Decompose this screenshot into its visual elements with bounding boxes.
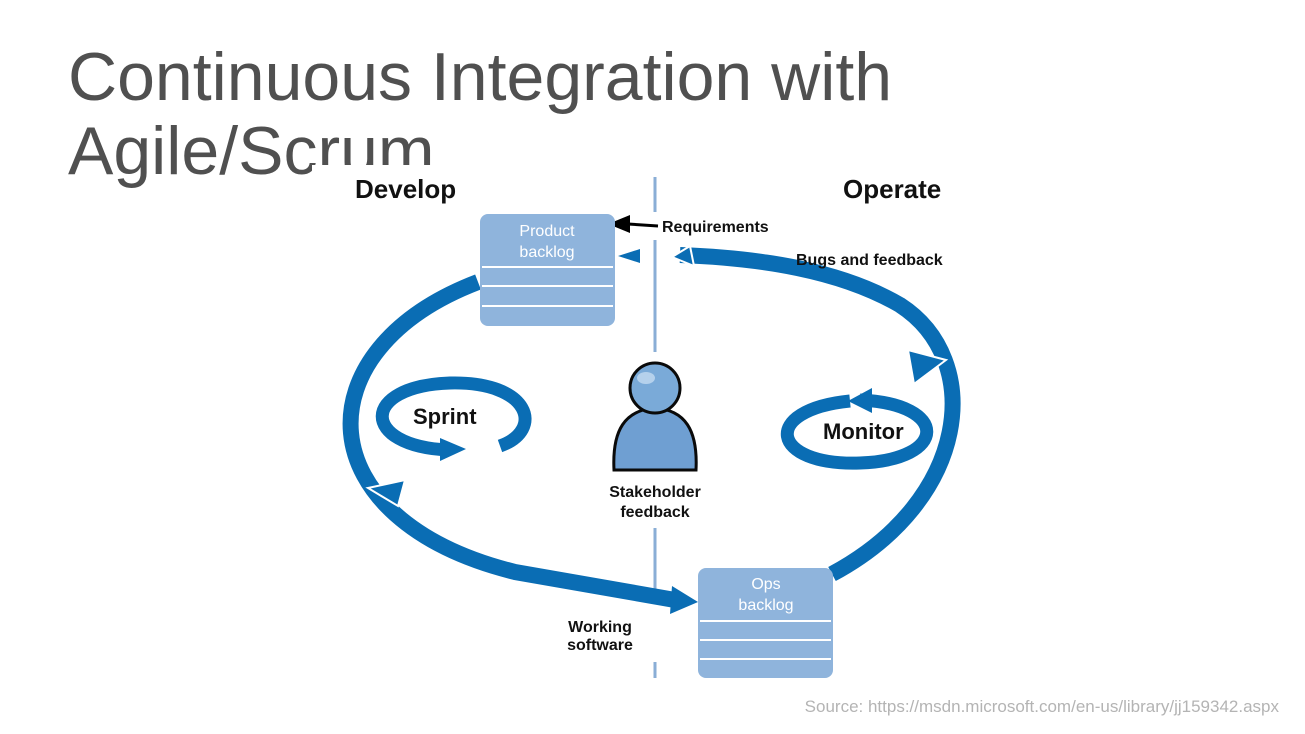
ops-backlog-line1: Ops (751, 576, 780, 593)
working-software-line1: Working (568, 619, 632, 636)
working-software-arrowhead (670, 586, 698, 614)
stakeholder-line2: feedback (620, 504, 689, 521)
develop-label: Develop (355, 174, 456, 204)
slide-title: Continuous Integration with Agile/Scrum (68, 40, 892, 188)
requirements-arrowhead (608, 215, 630, 233)
working-software-line2: software (567, 637, 633, 654)
sprint-label: Sprint (413, 404, 477, 429)
sprint-arrowhead (440, 438, 466, 461)
ops-backlog-line2: backlog (738, 597, 793, 614)
stakeholder-line1: Stakeholder (609, 484, 701, 501)
source-citation: Source: https://msdn.microsoft.com/en-us… (804, 697, 1279, 716)
develop-loop-arrow (342, 274, 677, 608)
requirements-arrow (627, 222, 659, 228)
sprint-loop (375, 376, 532, 461)
ops-backlog: Ops backlog (698, 568, 833, 678)
monitor-loop (781, 388, 934, 470)
bugs-feedback-arrowhead (618, 249, 640, 263)
operate-label: Operate (843, 174, 941, 204)
operate-loop-top-arrowhead (669, 244, 696, 268)
product-backlog-line2: backlog (519, 244, 574, 261)
monitor-label: Monitor (823, 419, 904, 444)
operate-loop-mid-arrowhead (906, 348, 949, 386)
stakeholder-person-icon (612, 361, 698, 472)
operate-loop-arrow (679, 247, 961, 582)
develop-loop-mid-arrowhead (365, 478, 407, 508)
requirements-label: Requirements (662, 219, 769, 236)
bugs-feedback-label: Bugs and feedback (796, 252, 943, 269)
product-backlog-line1: Product (519, 223, 575, 240)
product-backlog: Product backlog (480, 214, 615, 326)
monitor-arrowhead (848, 388, 872, 413)
slide-title-line1: Continuous Integration with (68, 39, 893, 115)
